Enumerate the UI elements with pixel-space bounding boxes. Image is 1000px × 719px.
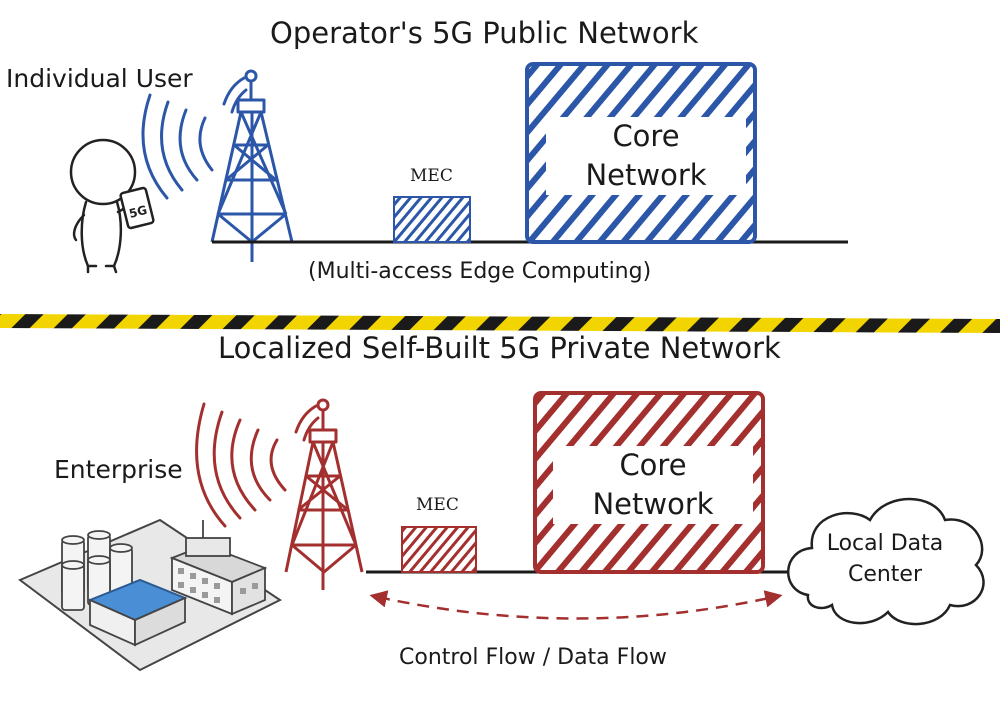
control-data-flow-arrow (369, 590, 783, 620)
public-core-line2: Network (585, 158, 707, 192)
enterprise-label: Enterprise (54, 455, 183, 484)
private-network-title: Localized Self-Built 5G Private Network (218, 331, 781, 365)
phone-5g-text: 5G (128, 203, 149, 221)
data-center-line2: Center (847, 562, 923, 587)
cloud-icon (787, 497, 985, 626)
public-mec-label: MEC (410, 166, 453, 186)
private-mec-label: MEC (416, 495, 459, 515)
mec-caption: (Multi-access Edge Computing) (308, 259, 652, 284)
public-mec-box (393, 196, 471, 243)
enterprise-factory-icon (18, 518, 282, 672)
private-core-network-label-bg (553, 446, 753, 524)
local-data-center-label: Local Data Center (810, 528, 960, 590)
private-mec-box (401, 526, 477, 573)
public-core-line1: Core (612, 119, 680, 153)
cell-tower-icon (210, 69, 294, 262)
private-core-line1: Core (619, 448, 687, 482)
public-core-network-label: Core Network (546, 117, 746, 195)
public-core-network-label-bg (546, 117, 746, 195)
individual-user-label: Individual User (6, 64, 193, 93)
phone-icon: 5G (119, 186, 155, 230)
private-core-network-label: Core Network (553, 446, 753, 524)
flow-caption: Control Flow / Data Flow (399, 645, 667, 670)
data-center-line1: Local Data (826, 531, 944, 556)
individual-user-icon (69, 138, 137, 274)
signal-waves-icon (195, 402, 320, 528)
public-network-title: Operator's 5G Public Network (270, 16, 699, 50)
cell-tower-icon (284, 398, 364, 590)
caution-tape-divider (0, 314, 1000, 333)
private-core-line2: Network (592, 487, 714, 521)
